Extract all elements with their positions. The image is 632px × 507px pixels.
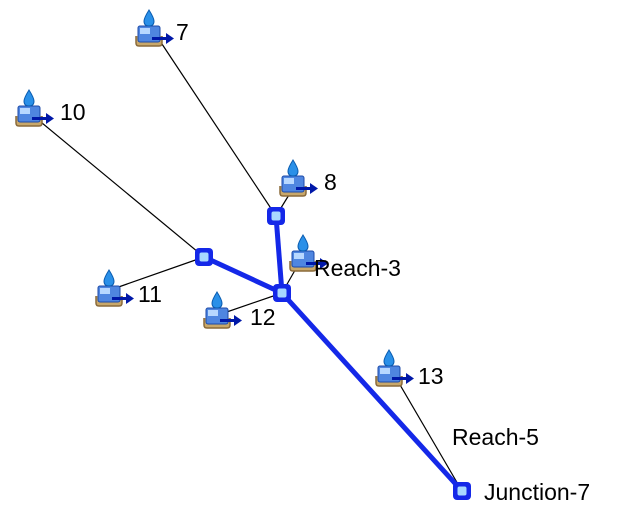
subbasin-icon [95, 269, 135, 307]
junction-left[interactable] [195, 248, 213, 266]
junction-icon [273, 284, 291, 302]
connector-11 [109, 256, 205, 291]
junction-icon [453, 482, 471, 500]
subbasin-icon [203, 291, 243, 329]
subbasin-13[interactable] [375, 349, 415, 387]
subbasin-icon [135, 9, 175, 47]
reach-5[interactable] [280, 291, 464, 493]
connector-12 [217, 292, 283, 316]
subbasin-8[interactable] [279, 159, 319, 197]
subbasin-12[interactable] [203, 291, 243, 329]
label-7: 7 [176, 19, 189, 45]
junction-icon [267, 207, 285, 225]
reaches [202, 215, 464, 493]
connector-13 [395, 377, 463, 492]
reach-upper[interactable] [273, 215, 285, 294]
subbasin-icon [15, 89, 55, 127]
label-junction7: Junction-7 [484, 479, 590, 505]
junction-7[interactable] [453, 482, 471, 500]
junction-icon [195, 248, 213, 266]
junction-center[interactable] [273, 284, 291, 302]
connector-10 [35, 117, 205, 258]
label-10: 10 [60, 99, 86, 125]
connectors [35, 37, 463, 492]
label-13: 13 [418, 363, 444, 389]
subbasin-icon [375, 349, 415, 387]
label-reach5: Reach-5 [452, 424, 539, 450]
connector-7 [157, 37, 277, 217]
subbasin-7[interactable] [135, 9, 175, 47]
subbasin-11[interactable] [95, 269, 135, 307]
subbasin-10[interactable] [15, 89, 55, 127]
subbasin-icon [279, 159, 319, 197]
junction-upper[interactable] [267, 207, 285, 225]
reach-left[interactable] [202, 254, 284, 296]
label-12: 12 [250, 304, 276, 330]
label-reach3: Reach-3 [314, 255, 401, 281]
label-11: 11 [138, 281, 162, 307]
label-8: 8 [324, 169, 337, 195]
